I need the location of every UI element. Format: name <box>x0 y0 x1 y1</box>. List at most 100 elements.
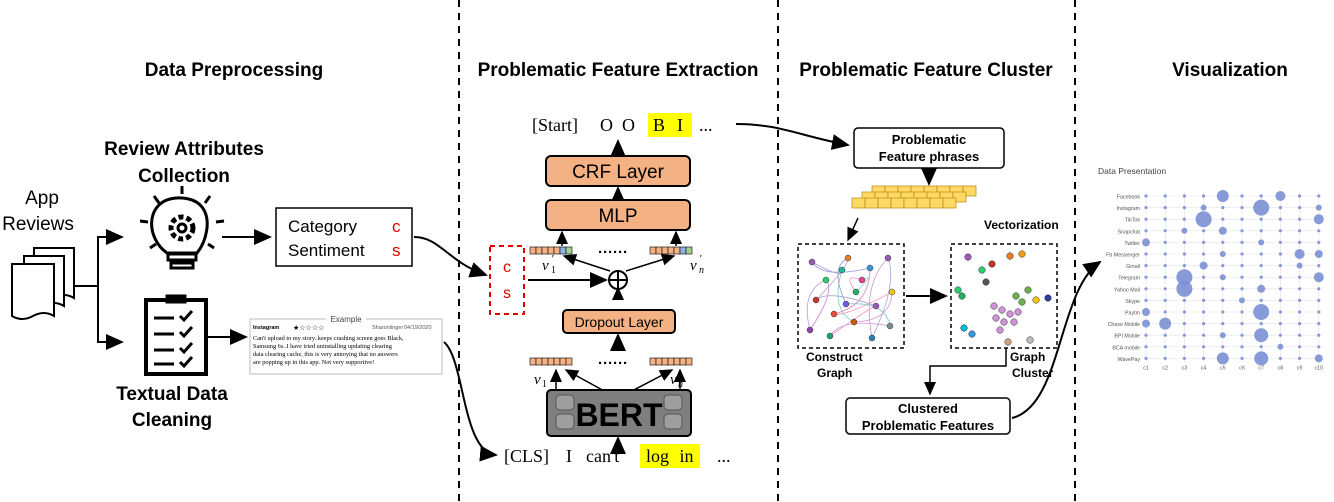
v-n-label: v <box>670 372 677 388</box>
svg-text:Feature phrases: Feature phrases <box>879 149 979 164</box>
input-token-sequence: [CLS] I can't log in ... <box>504 444 731 468</box>
arrow-to-visualization <box>1011 260 1102 419</box>
graph-cluster <box>950 243 1058 349</box>
bubble <box>1163 356 1167 360</box>
vector-cell <box>667 357 675 366</box>
row-label: Chase Mobile <box>1108 322 1140 328</box>
textual-cleaning-title-1: Textual Data <box>116 384 228 405</box>
app-reviews: App Reviews <box>2 188 75 320</box>
bubble <box>1298 217 1302 221</box>
cluster-node <box>1000 318 1008 326</box>
bubble <box>1278 275 1282 279</box>
bubble <box>1278 252 1282 256</box>
bubble <box>1240 252 1244 256</box>
bubble <box>1182 322 1186 326</box>
data-presentation-title: Data Presentation <box>1098 166 1166 176</box>
graph-node <box>838 266 846 274</box>
bubble <box>1182 240 1186 244</box>
svg-text:Problematic Features: Problematic Features <box>862 418 994 433</box>
row-label: BCA mobile <box>1112 345 1140 351</box>
cluster-node <box>1018 250 1026 258</box>
graph-node <box>806 326 814 334</box>
bubble <box>1239 297 1245 304</box>
bubble <box>1202 345 1206 349</box>
bubble <box>1278 298 1282 302</box>
vector-cell <box>535 246 543 255</box>
bubble <box>1182 345 1186 349</box>
bert-block: BERT <box>546 389 692 437</box>
cluster-node <box>1018 298 1026 306</box>
bubble <box>1254 328 1269 343</box>
bubble <box>1317 310 1321 314</box>
bubble <box>1202 333 1206 337</box>
svg-text:MLP: MLP <box>598 206 637 227</box>
bubble <box>1144 333 1148 337</box>
bubble <box>1317 264 1321 268</box>
ellipsis-upper: ······ <box>598 244 628 261</box>
bubble <box>1317 240 1321 244</box>
mlp-layer: MLP <box>545 199 691 231</box>
bubble <box>1259 345 1263 349</box>
bubble <box>1216 190 1229 202</box>
output-token-o1: O <box>600 115 613 135</box>
vector-cell <box>685 357 693 366</box>
bubble <box>1298 322 1302 326</box>
cluster-node <box>1014 308 1022 316</box>
bubble <box>1278 217 1282 221</box>
row-label: Twitter <box>1124 241 1140 247</box>
bubble <box>1202 356 1206 360</box>
v-prime-1-label: v <box>542 258 549 274</box>
bubble <box>1221 287 1225 291</box>
bubble <box>1317 229 1321 233</box>
bubble <box>1277 343 1284 350</box>
row-label: Telegram <box>1118 276 1140 282</box>
svg-text:Dropout Layer: Dropout Layer <box>575 314 664 330</box>
bubble <box>1240 194 1244 198</box>
bubble <box>1144 264 1148 268</box>
col-label: c2 <box>1162 365 1168 371</box>
vector-cell <box>673 246 681 255</box>
bubble <box>1317 298 1321 302</box>
graph-node <box>852 288 860 296</box>
output-token-start: [Start] <box>532 115 578 135</box>
bubble <box>1298 356 1302 360</box>
clustered-features-box: Clustered Problematic Features <box>845 397 1011 435</box>
lower-token-vectors: ······ v 1 v n <box>529 355 693 390</box>
bubble <box>1182 310 1186 314</box>
cluster-node <box>960 324 968 332</box>
graph-node <box>844 254 852 262</box>
arrow-example-to-input <box>443 341 498 462</box>
merge-arrows <box>528 230 682 300</box>
bubble <box>1317 333 1321 337</box>
svg-text:CRF Layer: CRF Layer <box>572 162 665 183</box>
graph-node <box>868 334 876 342</box>
bubble <box>1163 264 1167 268</box>
bubble <box>1296 262 1303 269</box>
graph-node <box>858 276 866 284</box>
graph-edge <box>815 257 849 301</box>
graph-edge <box>809 279 830 331</box>
row-label: Instagram <box>1116 206 1140 212</box>
bubble <box>1163 252 1167 256</box>
lightbulb-gear-icon <box>139 186 225 270</box>
bubble <box>1259 322 1263 326</box>
graph-node <box>842 300 850 308</box>
bubble <box>1182 356 1186 360</box>
bubble <box>1202 252 1206 256</box>
vector-block <box>851 197 866 209</box>
graph-node <box>808 258 816 266</box>
col-label: c8 <box>1278 365 1284 371</box>
vector-cell <box>661 357 669 366</box>
cluster-node <box>990 302 998 310</box>
bubble <box>1144 217 1148 221</box>
bubble <box>1298 345 1302 349</box>
input-token-ellipsis: ... <box>717 446 731 466</box>
vector-cell <box>553 357 561 366</box>
row-label: Paytm <box>1125 311 1141 317</box>
bubble <box>1240 333 1244 337</box>
output-token-b: B <box>653 115 665 135</box>
bubble <box>1259 298 1263 302</box>
app-reviews-label-1: App <box>25 188 59 209</box>
bubble <box>1142 319 1150 328</box>
bubble <box>1298 275 1302 279</box>
